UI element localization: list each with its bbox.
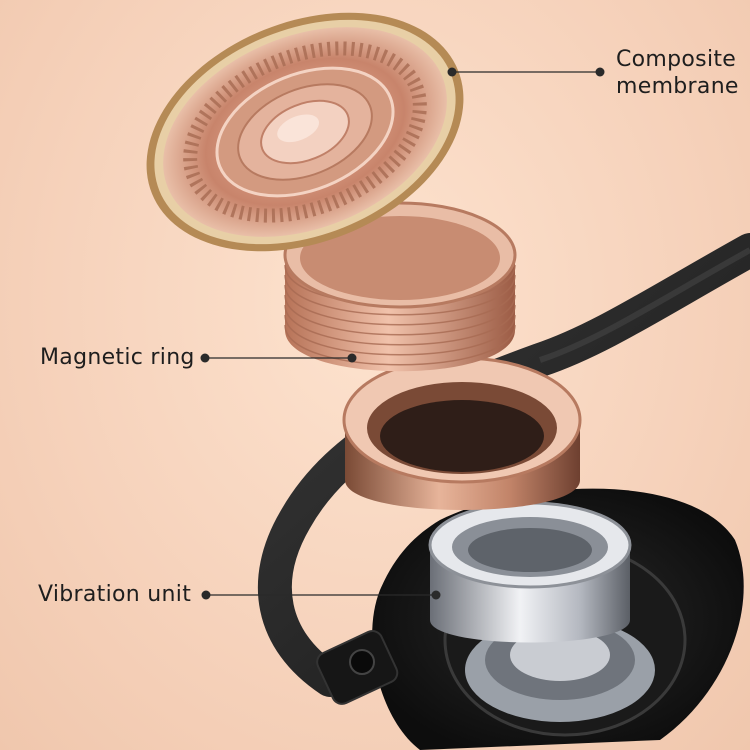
membrane-part <box>146 12 464 252</box>
magnetic-ring-label: Magnetic ring <box>40 345 195 370</box>
composite-membrane-label: Composite membrane <box>616 47 739 99</box>
vibration-unit-part <box>428 501 655 722</box>
bronze-ring-part <box>342 356 582 510</box>
callout-leaders <box>200 67 605 600</box>
vibration-unit-label: Vibration unit <box>38 582 192 607</box>
